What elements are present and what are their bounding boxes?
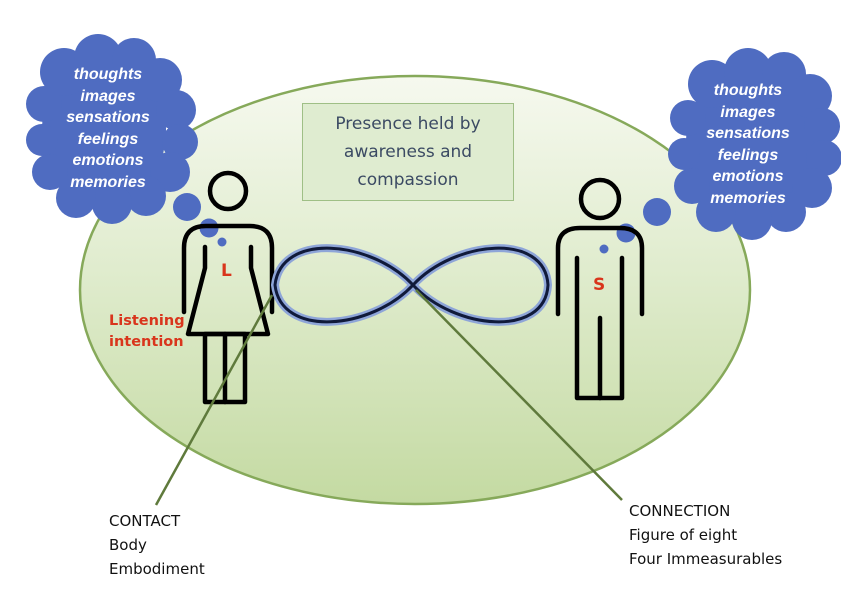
right-thought-cloud (668, 48, 841, 240)
caption-line: Four Immeasurables (629, 550, 783, 568)
caption-line: Figure of eight (629, 526, 738, 544)
cloud-word: emotions (72, 152, 144, 169)
left-cloud-text: thoughts images sensations feelings emot… (58, 64, 158, 193)
listener-letter: L (221, 261, 232, 281)
caption-line: Embodiment (109, 560, 205, 578)
cloud-word: emotions (712, 168, 784, 185)
left-thought-cloud (26, 34, 198, 224)
speaker-letter: S (593, 275, 606, 295)
presence-line: compassion (357, 170, 459, 190)
presence-line: awareness and (343, 142, 473, 162)
speaker-figure-icon (555, 177, 645, 401)
caption-line: Body (109, 536, 147, 554)
listening-line: Listening (109, 313, 185, 329)
cloud-word: memories (710, 189, 786, 207)
listening-intention-label: Listening intention (109, 311, 185, 353)
presence-box: Presence held by awareness and compassio… (302, 103, 514, 201)
contact-pointer-line (154, 294, 274, 506)
cloud-word: images (80, 87, 136, 105)
cloud-word: sensations (706, 125, 790, 142)
cloud-word: feelings (77, 130, 139, 148)
caption-line: CONNECTION (629, 502, 731, 520)
cloud-word: images (720, 103, 776, 121)
listener-figure-icon (181, 170, 275, 405)
infinity-figure-of-eight-icon (270, 244, 553, 326)
presence-line: Presence held by (335, 114, 481, 134)
caption-line: CONTACT (109, 512, 181, 530)
right-cloud-text: thoughts images sensations feelings emot… (698, 80, 798, 209)
connection-pointer-line (415, 289, 623, 501)
left-thought-bubbles (173, 193, 227, 247)
listening-line: intention (109, 334, 184, 350)
cloud-word: memories (70, 173, 146, 191)
cloud-word: feelings (717, 146, 779, 164)
cloud-word: thoughts (713, 82, 783, 99)
cloud-word: thoughts (73, 66, 143, 83)
contact-caption: CONTACT Body Embodiment (109, 509, 205, 581)
connection-caption: CONNECTION Figure of eight Four Immeasur… (629, 499, 782, 571)
cloud-word: sensations (66, 109, 150, 126)
